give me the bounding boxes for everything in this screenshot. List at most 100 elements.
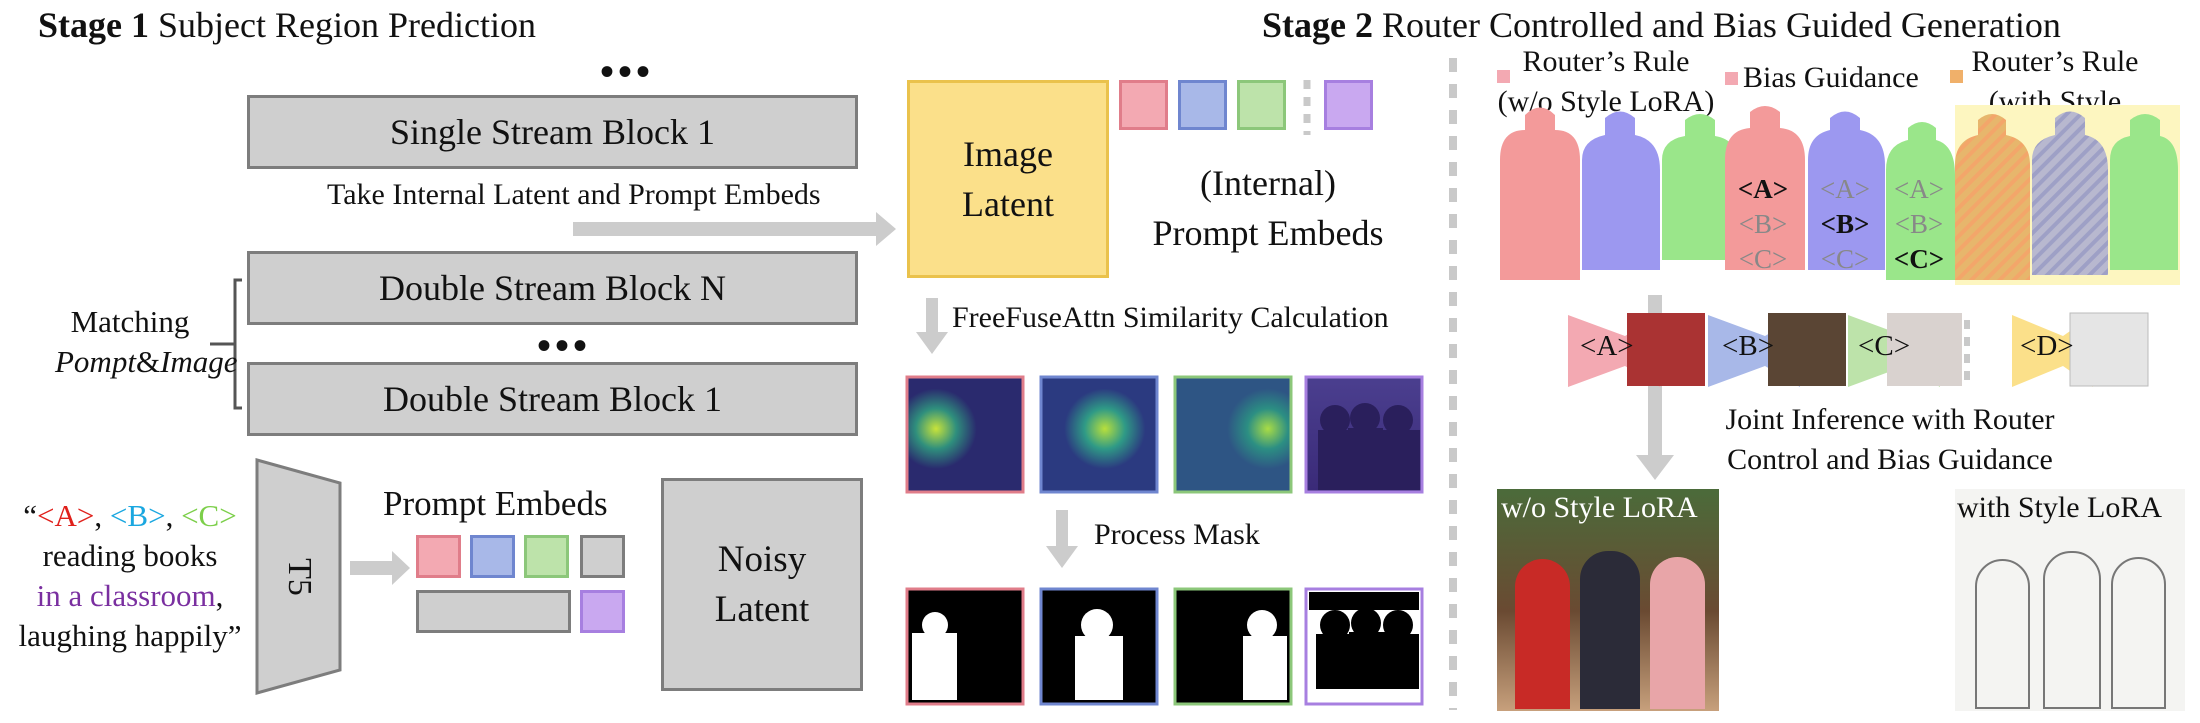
- internal-embed-c: [1237, 80, 1286, 130]
- legend-router-rule-line1: Router’s Rule: [1522, 45, 1690, 78]
- input-prompt: “<A>, <B>, <C> reading books in a classr…: [5, 496, 255, 656]
- bias-a-c: <C>: [1738, 244, 1788, 274]
- legend-swatch-bias: [1725, 72, 1738, 85]
- joint-line2: Control and Bias Guidance: [1727, 443, 2053, 476]
- stage2-title: Stage 2 Router Controlled and Bias Guide…: [1262, 4, 2061, 46]
- embed-token-c: [524, 535, 569, 578]
- image-latent-line1: Image: [963, 134, 1053, 174]
- lora-d-thumbnail: [2069, 312, 2149, 387]
- lora-a-thumbnail: [1627, 313, 1705, 386]
- similarity-map-c: [1173, 375, 1293, 494]
- router-map-with-style: [1955, 105, 2180, 285]
- legend-swatch-router-style: [1950, 70, 1963, 83]
- prompt-line2: reading books: [42, 538, 218, 573]
- matching-brace: [210, 278, 242, 410]
- bias-a-b: <B>: [1738, 209, 1788, 239]
- matching-amp: &: [135, 344, 161, 379]
- output-with-style-label: with Style LoRA: [1957, 491, 2163, 524]
- process-mask-arrow: [1046, 510, 1078, 568]
- embed-token-rest: [416, 590, 571, 633]
- single-stream-block: Single Stream Block 1: [247, 95, 858, 169]
- prompt-token-b: <B>: [109, 498, 166, 533]
- legend-swatch-router: [1497, 70, 1510, 83]
- output-with-subject-c: [2111, 557, 2166, 709]
- mask-b-shape: [1075, 609, 1123, 700]
- internal-embed-b: [1178, 80, 1227, 130]
- bias-b-strong: <B>: [1820, 209, 1870, 239]
- freefuse-label: FreeFuseAttn Similarity Calculation: [952, 301, 1389, 334]
- output-with-subject-b: [2043, 551, 2101, 709]
- prompt-embeds-title: Prompt Embeds: [383, 484, 608, 523]
- lora-d-label: <D>: [2020, 330, 2074, 362]
- bias-c-b: <B>: [1894, 209, 1944, 239]
- embed-token-other: [580, 535, 625, 578]
- matching-pompt: Pompt: [55, 344, 136, 379]
- bias-c-a: <A>: [1894, 174, 1944, 204]
- lora-c-thumbnail: [1887, 313, 1962, 386]
- bias-guidance-map: [1725, 106, 1955, 280]
- internal-embeds-line2: Prompt Embeds: [1152, 213, 1384, 253]
- output-wo-subject-b: [1580, 551, 1640, 709]
- lora-d-left: [2012, 315, 2063, 387]
- freefuse-arrow: [916, 298, 948, 354]
- internal-embed-a: [1119, 80, 1168, 130]
- image-latent-line2: Latent: [962, 184, 1054, 224]
- bias-tokens-c: <A> <B> <C>: [1883, 172, 1955, 277]
- stage2-title-rest: Router Controlled and Bias Guided Genera…: [1382, 5, 2061, 45]
- stage2-title-bold: Stage 2: [1262, 5, 1373, 45]
- bias-b-c: <C>: [1820, 244, 1870, 274]
- legend-bias-guidance: Bias Guidance: [1743, 61, 1919, 94]
- mask-c-shape: [1243, 610, 1287, 700]
- embed-token-d: [580, 590, 625, 633]
- joint-inference-label: Joint Inference with Router Control and …: [1690, 400, 2090, 480]
- prompt-line4: laughing happily”: [18, 618, 242, 653]
- router-map-wo-style: [1500, 107, 1740, 280]
- lora-a-label: <A>: [1580, 330, 1634, 362]
- prompt-token-a: <A>: [37, 498, 95, 533]
- internal-prompt-embeds-label: (Internal) Prompt Embeds: [1128, 158, 1408, 258]
- output-with-subject-a: [1975, 559, 2030, 709]
- prompt-location: in a classroom: [36, 578, 216, 613]
- ellipsis-top: •••: [600, 49, 655, 94]
- lora-b-thumbnail: [1768, 313, 1846, 386]
- output-image-wo-style: w/o Style LoRA: [1497, 489, 1719, 711]
- joint-inference-arrow: [1636, 295, 1674, 480]
- legend-router-rule-style-line1: Router’s Rule: [1971, 45, 2139, 78]
- stage1-title: Stage 1 Subject Region Prediction: [38, 4, 536, 46]
- noisy-latent-line1: Noisy: [717, 538, 807, 580]
- prompt-line3: in a classroom,: [5, 576, 255, 616]
- prompt-line3-comma: ,: [215, 578, 224, 613]
- similarity-map-b: [1039, 375, 1159, 494]
- lora-b-left: [1708, 315, 1765, 387]
- prompt-comma1: ,: [94, 498, 110, 533]
- matching-image: Image: [160, 344, 238, 379]
- double-stream-block-1: Double Stream Block 1: [247, 362, 858, 436]
- prompt-open-quote: “: [23, 498, 38, 533]
- lora-c-label: <C>: [1858, 330, 1911, 362]
- image-latent: Image Latent: [907, 80, 1109, 278]
- bias-b-a: <A>: [1820, 174, 1870, 204]
- stage1-title-bold: Stage 1: [38, 5, 149, 45]
- bias-c-strong: <C>: [1893, 244, 1945, 274]
- matching-label: Matching Pompt&Image: [55, 302, 238, 382]
- t5-arrow: [350, 551, 410, 585]
- prompt-token-c: <C>: [181, 498, 237, 533]
- prompt-line1: “<A>, <B>, <C>: [5, 496, 255, 536]
- mask-a-shape: [912, 612, 957, 700]
- internal-embed-d: [1324, 80, 1373, 130]
- matching-line1: Matching: [70, 304, 190, 339]
- output-wo-subject-a: [1515, 559, 1570, 709]
- noisy-latent-line2: Latent: [714, 588, 810, 630]
- joint-line1: Joint Inference with Router: [1725, 403, 2055, 436]
- output-wo-subject-c: [1650, 557, 1705, 709]
- lora-b-label: <B>: [1722, 330, 1775, 362]
- mask-d-shape: [1309, 592, 1419, 689]
- take-internal-arrow: [573, 212, 896, 246]
- output-image-with-style: with Style LoRA: [1955, 489, 2185, 711]
- similarity-map-d-silhouettes: [1318, 403, 1420, 490]
- process-mask-label: Process Mask: [1094, 518, 1260, 551]
